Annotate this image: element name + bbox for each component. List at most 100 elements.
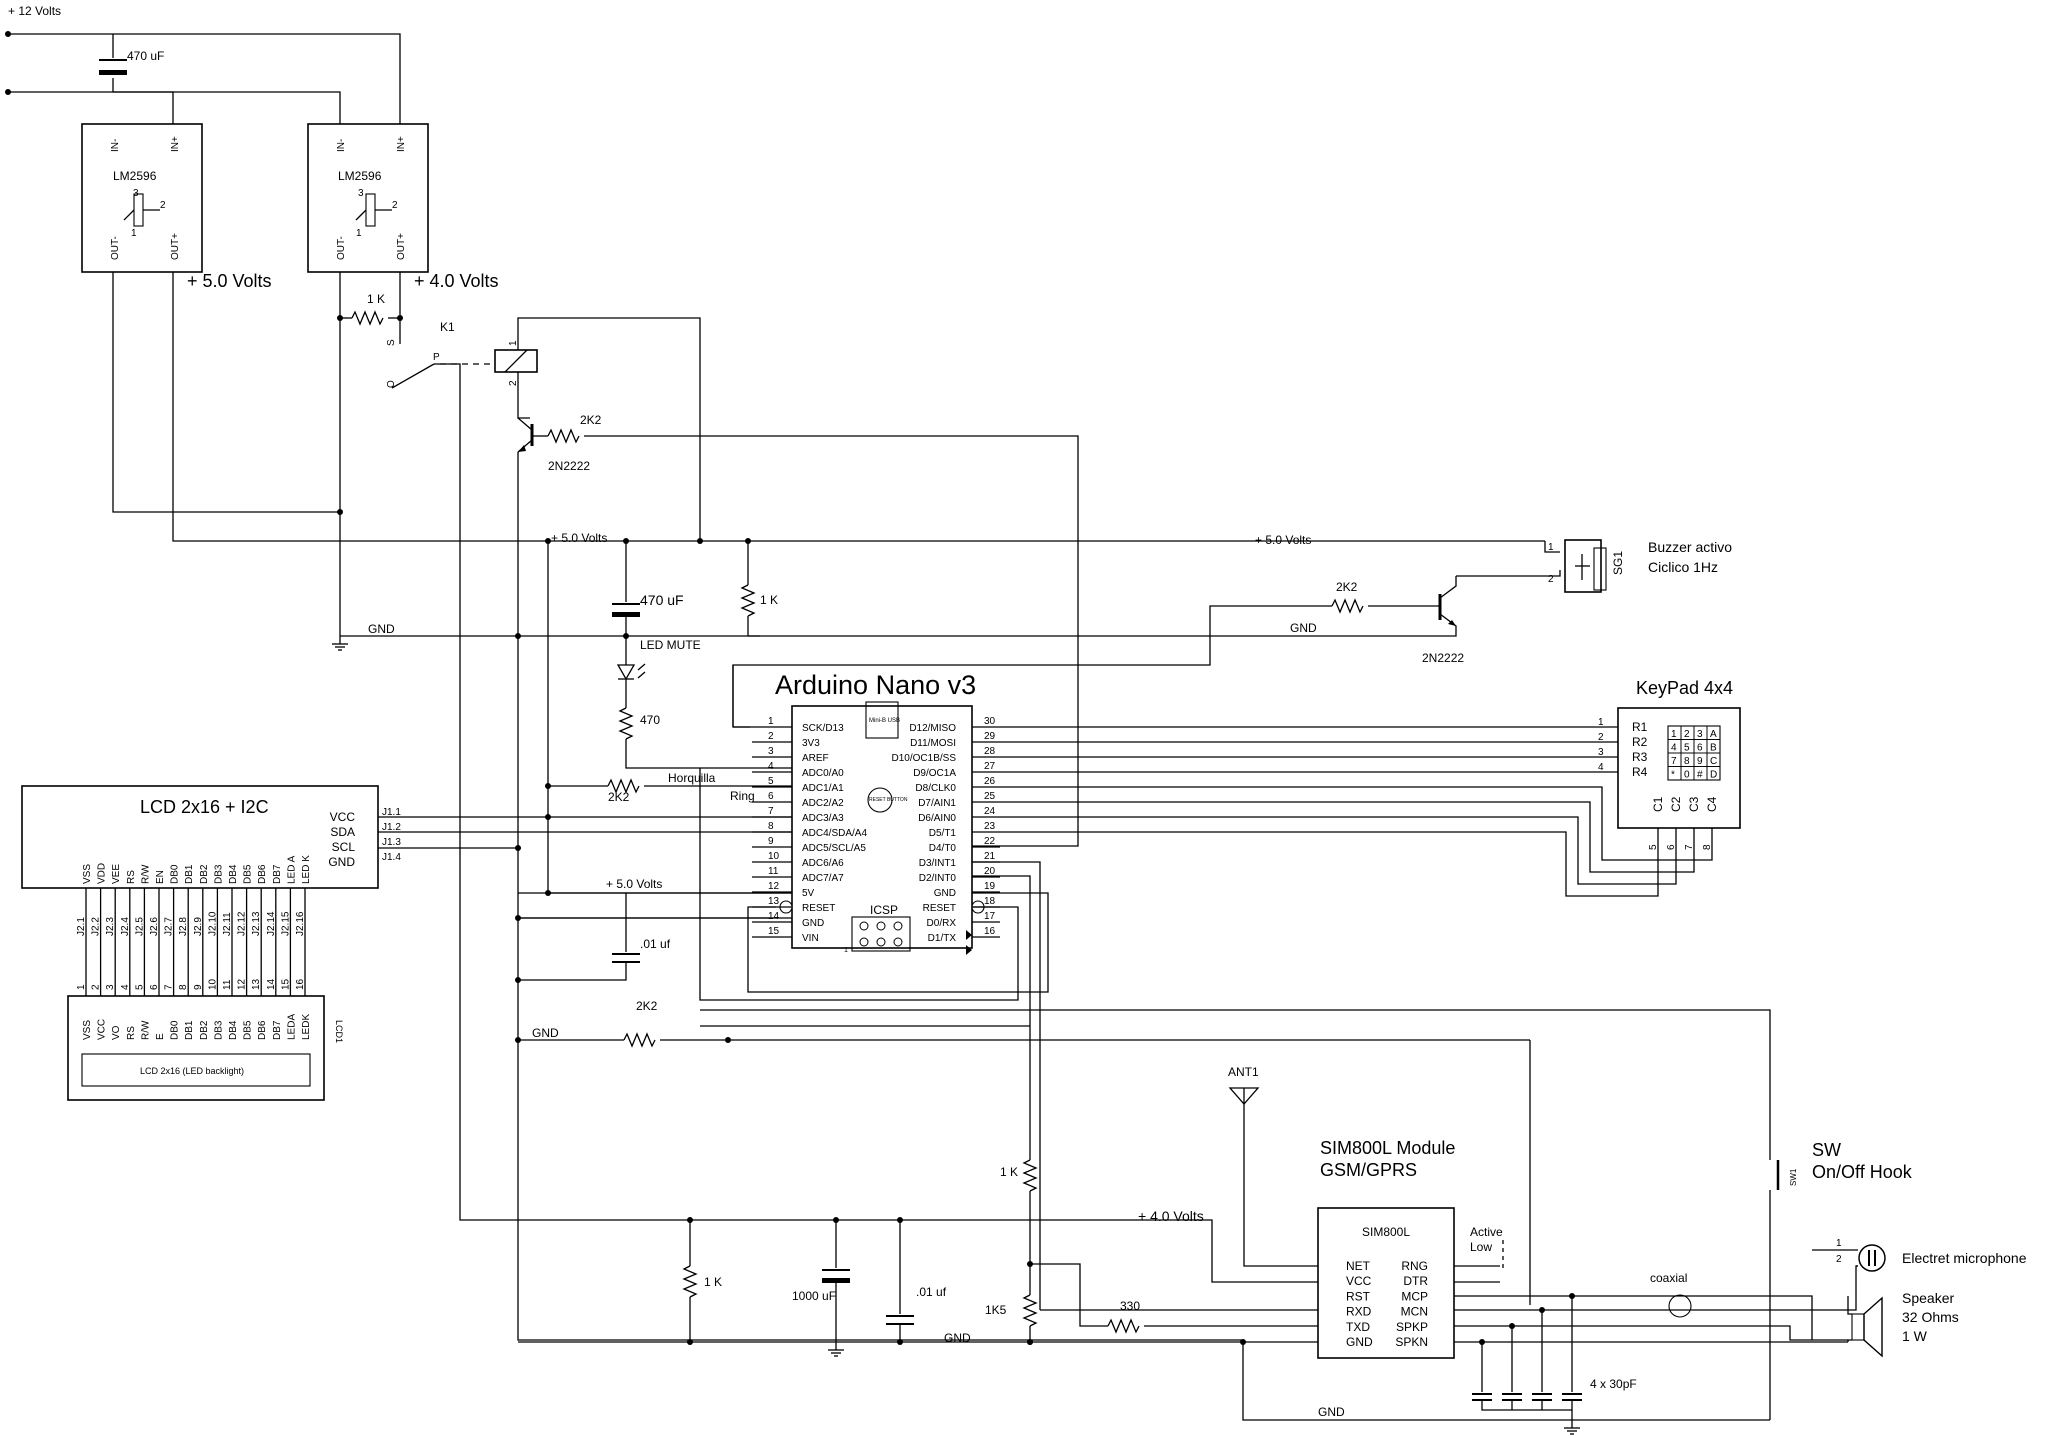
keypad-key-label: 6 [1697, 743, 1703, 754]
regulator-2: IN- IN+ LM2596 3 1 2 OUT- OUT+ [307, 123, 429, 273]
svg-text:GND: GND [1290, 621, 1317, 635]
keypad-col-wire [1000, 786, 1713, 861]
svg-text:LM2596: LM2596 [338, 169, 382, 183]
lcd1-pin-name: DB0 [170, 1020, 181, 1040]
lcd-i2c-bottom-pin: VEE [111, 864, 122, 884]
svg-text:IN+: IN+ [170, 136, 181, 152]
lcd-i2c-j2-label: J2.4 [120, 917, 131, 936]
svg-text:.01 uf: .01 uf [916, 1285, 947, 1299]
svg-text:LED MUTE: LED MUTE [640, 638, 701, 652]
svg-text:1: 1 [844, 947, 848, 954]
keypad-key-label: 3 [1697, 729, 1703, 740]
arduino-left-pin-num: 12 [768, 881, 780, 892]
lcd-i2c-j2-label: J2.16 [295, 911, 306, 936]
keypad-row-label: R3 [1632, 750, 1648, 764]
arduino-right-pin-num: 28 [984, 746, 996, 757]
arduino-wiring [378, 665, 1092, 1311]
keypad-key-label: # [1697, 770, 1703, 781]
svg-text:S: S [386, 339, 397, 346]
keypad-row-label: R4 [1632, 765, 1648, 779]
sim-left-pin: NET [1346, 1259, 1371, 1273]
keypad-row-pin: 4 [1598, 762, 1604, 773]
lcd-i2c-j2-label: J2.10 [207, 911, 218, 936]
arduino-right-pin-num: 19 [984, 881, 996, 892]
svg-text:1K5: 1K5 [985, 1303, 1007, 1317]
keypad-row-pin: 2 [1598, 732, 1604, 743]
arduino-left-pin-name: 3V3 [802, 738, 820, 749]
lcd1-pins: 1VSS2VCC3VO4RS5R/W6E7DB08DB19DB210DB311D… [76, 978, 312, 1040]
input-cap-label: 470 uF [127, 49, 164, 63]
arduino-right-pin-name: D1/TX [928, 933, 957, 944]
keypad-key-label: 8 [1684, 756, 1690, 767]
arduino-left-pin-num: 2 [768, 731, 774, 742]
keypad-key [1706, 766, 1721, 781]
svg-text:1 K: 1 K [1000, 1165, 1018, 1179]
arduino-right-pins: 30D12/MISO29D11/MOSI28D10/OC1B/SS27D9/OC… [892, 716, 1713, 944]
keypad-col-label: C4 [1705, 796, 1719, 812]
lcd-i2c-j2-label: J2.6 [149, 917, 160, 936]
lcd1-pin-name: R/W [140, 1020, 151, 1040]
svg-text:3: 3 [358, 188, 364, 199]
keypad-col-pin: 5 [1648, 844, 1659, 850]
svg-text:1 K: 1 K [760, 593, 778, 607]
svg-text:+ 5.0 Volts: + 5.0 Volts [551, 531, 607, 545]
lcd1-pin-name: DB5 [243, 1020, 254, 1040]
v4-big-label: + 4.0 Volts [414, 271, 499, 291]
lcd-i2c-bottom-pin: DB0 [170, 864, 181, 884]
svg-text:470 uF: 470 uF [640, 592, 684, 608]
sim-left-pin: VCC [1346, 1274, 1372, 1288]
lcd-i2c-j2-label: J2.8 [178, 917, 189, 936]
svg-text:Horquilla: Horquilla [668, 771, 716, 785]
arduino-left-pin-num: 6 [768, 791, 774, 802]
arduino-right-pin-num: 21 [984, 851, 996, 862]
lcd-i2c-j2-label: J2.13 [251, 911, 262, 936]
power-supply: + 12 Volts 470 uF IN- IN+ LM2596 3 1 2 O… [5, 4, 1545, 636]
lcd1-pin-num: 13 [251, 978, 262, 990]
lcd-i2c-title: LCD 2x16 + I2C [140, 797, 269, 817]
arduino-left-pin-name: ADC1/A1 [802, 783, 844, 794]
lcd1-pin-name: VO [111, 1025, 122, 1040]
arduino-left-pin-name: ADC3/A3 [802, 813, 844, 824]
lcd1-pin-name: DB7 [272, 1020, 283, 1040]
svg-text:2: 2 [392, 200, 398, 211]
svg-text:Ring: Ring [730, 789, 755, 803]
lcd1-pin-num: 1 [76, 984, 87, 990]
sim-right-pin: SPKP [1396, 1320, 1428, 1334]
arduino-left-pin-num: 15 [768, 926, 780, 937]
sim-left-pin: TXD [1346, 1320, 1370, 1334]
svg-text:1: 1 [508, 340, 519, 346]
lcd-i2c-j2-label: J2.12 [237, 911, 248, 936]
sim-right-pin: MCN [1401, 1305, 1428, 1319]
lcd-i2c-bottom-pin: DB7 [272, 864, 283, 884]
lcd1-pin-num: 6 [149, 984, 160, 990]
lcd-i2c-bottom-pin: EN [155, 870, 166, 884]
lcd-i2c-side-pin: VCC [330, 810, 356, 824]
sim-left-pin: RST [1346, 1289, 1371, 1303]
svg-text:1 W: 1 W [1902, 1328, 1928, 1344]
keypad-key-label: * [1671, 770, 1675, 781]
lcd1-pin-num: 7 [164, 984, 175, 990]
lcd-i2c-side-pin: GND [328, 855, 355, 869]
lcd-i2c-j1-label: J1.4 [382, 852, 401, 863]
lcd1-pin-num: 8 [178, 984, 189, 990]
svg-text:GND: GND [1318, 1405, 1345, 1419]
arduino-left-pin-num: 13 [768, 896, 780, 907]
lcd1-pin-name: VSS [82, 1020, 93, 1040]
keypad-col-label: C2 [1669, 796, 1683, 812]
sim-right-pin: DTR [1403, 1274, 1428, 1288]
svg-text:OUT+: OUT+ [396, 233, 407, 260]
arduino-right-pin-name: D2/INT0 [919, 873, 957, 884]
arduino-left-pin-num: 8 [768, 821, 774, 832]
svg-text:1: 1 [1836, 1238, 1842, 1249]
svg-text:OUT-: OUT- [110, 236, 121, 260]
arduino-left-pin-name: ADC6/A6 [802, 858, 844, 869]
keypad-col-pin: 6 [1666, 844, 1677, 850]
lcd-i2c-bottom-pin: R/W [140, 864, 151, 884]
lcd1-pin-num: 14 [266, 978, 277, 990]
svg-text:2K2: 2K2 [608, 790, 630, 804]
svg-text:GSM/GPRS: GSM/GPRS [1320, 1160, 1417, 1180]
